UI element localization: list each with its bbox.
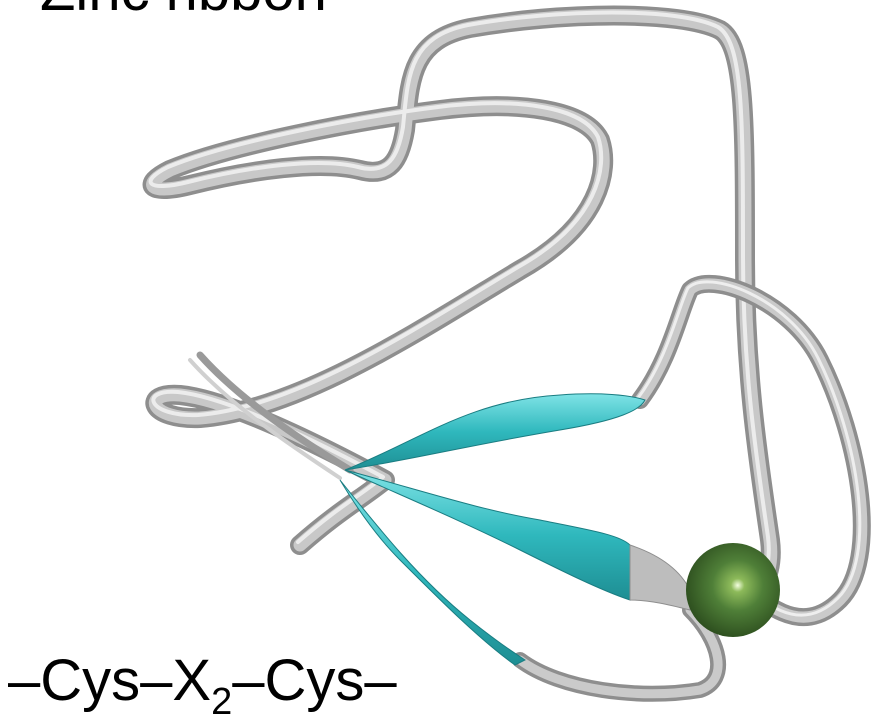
zinc-ion-sphere [686,543,780,637]
beta-strand-middle [345,470,630,600]
motif-subscript: 2 [211,681,232,722]
motif-tail: –Cys– [232,648,397,713]
motif-lead: –Cys–X [8,648,211,713]
sequence-motif-label: –Cys–X2–Cys– [8,648,397,722]
beta-strand-upper [345,394,645,470]
beta-strands [340,394,690,665]
title-partial: Zinc ribbon [40,0,327,23]
